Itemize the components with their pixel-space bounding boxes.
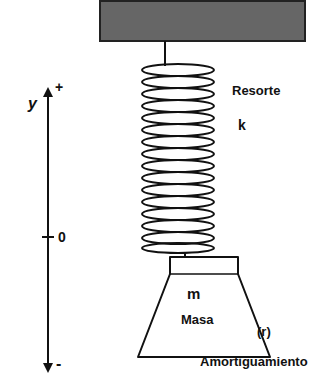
mass-outline	[137, 256, 271, 358]
spring-coil	[142, 64, 214, 253]
axis-origin: 0	[58, 230, 66, 244]
mass-label: Masa	[181, 313, 214, 326]
mass-block: mMasa	[137, 256, 271, 358]
mass-symbol: m	[187, 286, 200, 301]
y-axis	[47, 92, 49, 368]
axis-tick	[42, 236, 54, 238]
hanger-wire	[164, 41, 166, 66]
damping-symbol: (r)	[257, 325, 271, 338]
spring-constant: k	[238, 118, 246, 132]
ceiling	[100, 1, 305, 41]
axis-sign: -	[56, 356, 61, 372]
axis-name: y	[28, 96, 37, 112]
spring-label: Resorte	[232, 84, 280, 97]
damping-label: Amortiguamiento	[200, 355, 308, 368]
axis-sign: +	[55, 80, 63, 94]
